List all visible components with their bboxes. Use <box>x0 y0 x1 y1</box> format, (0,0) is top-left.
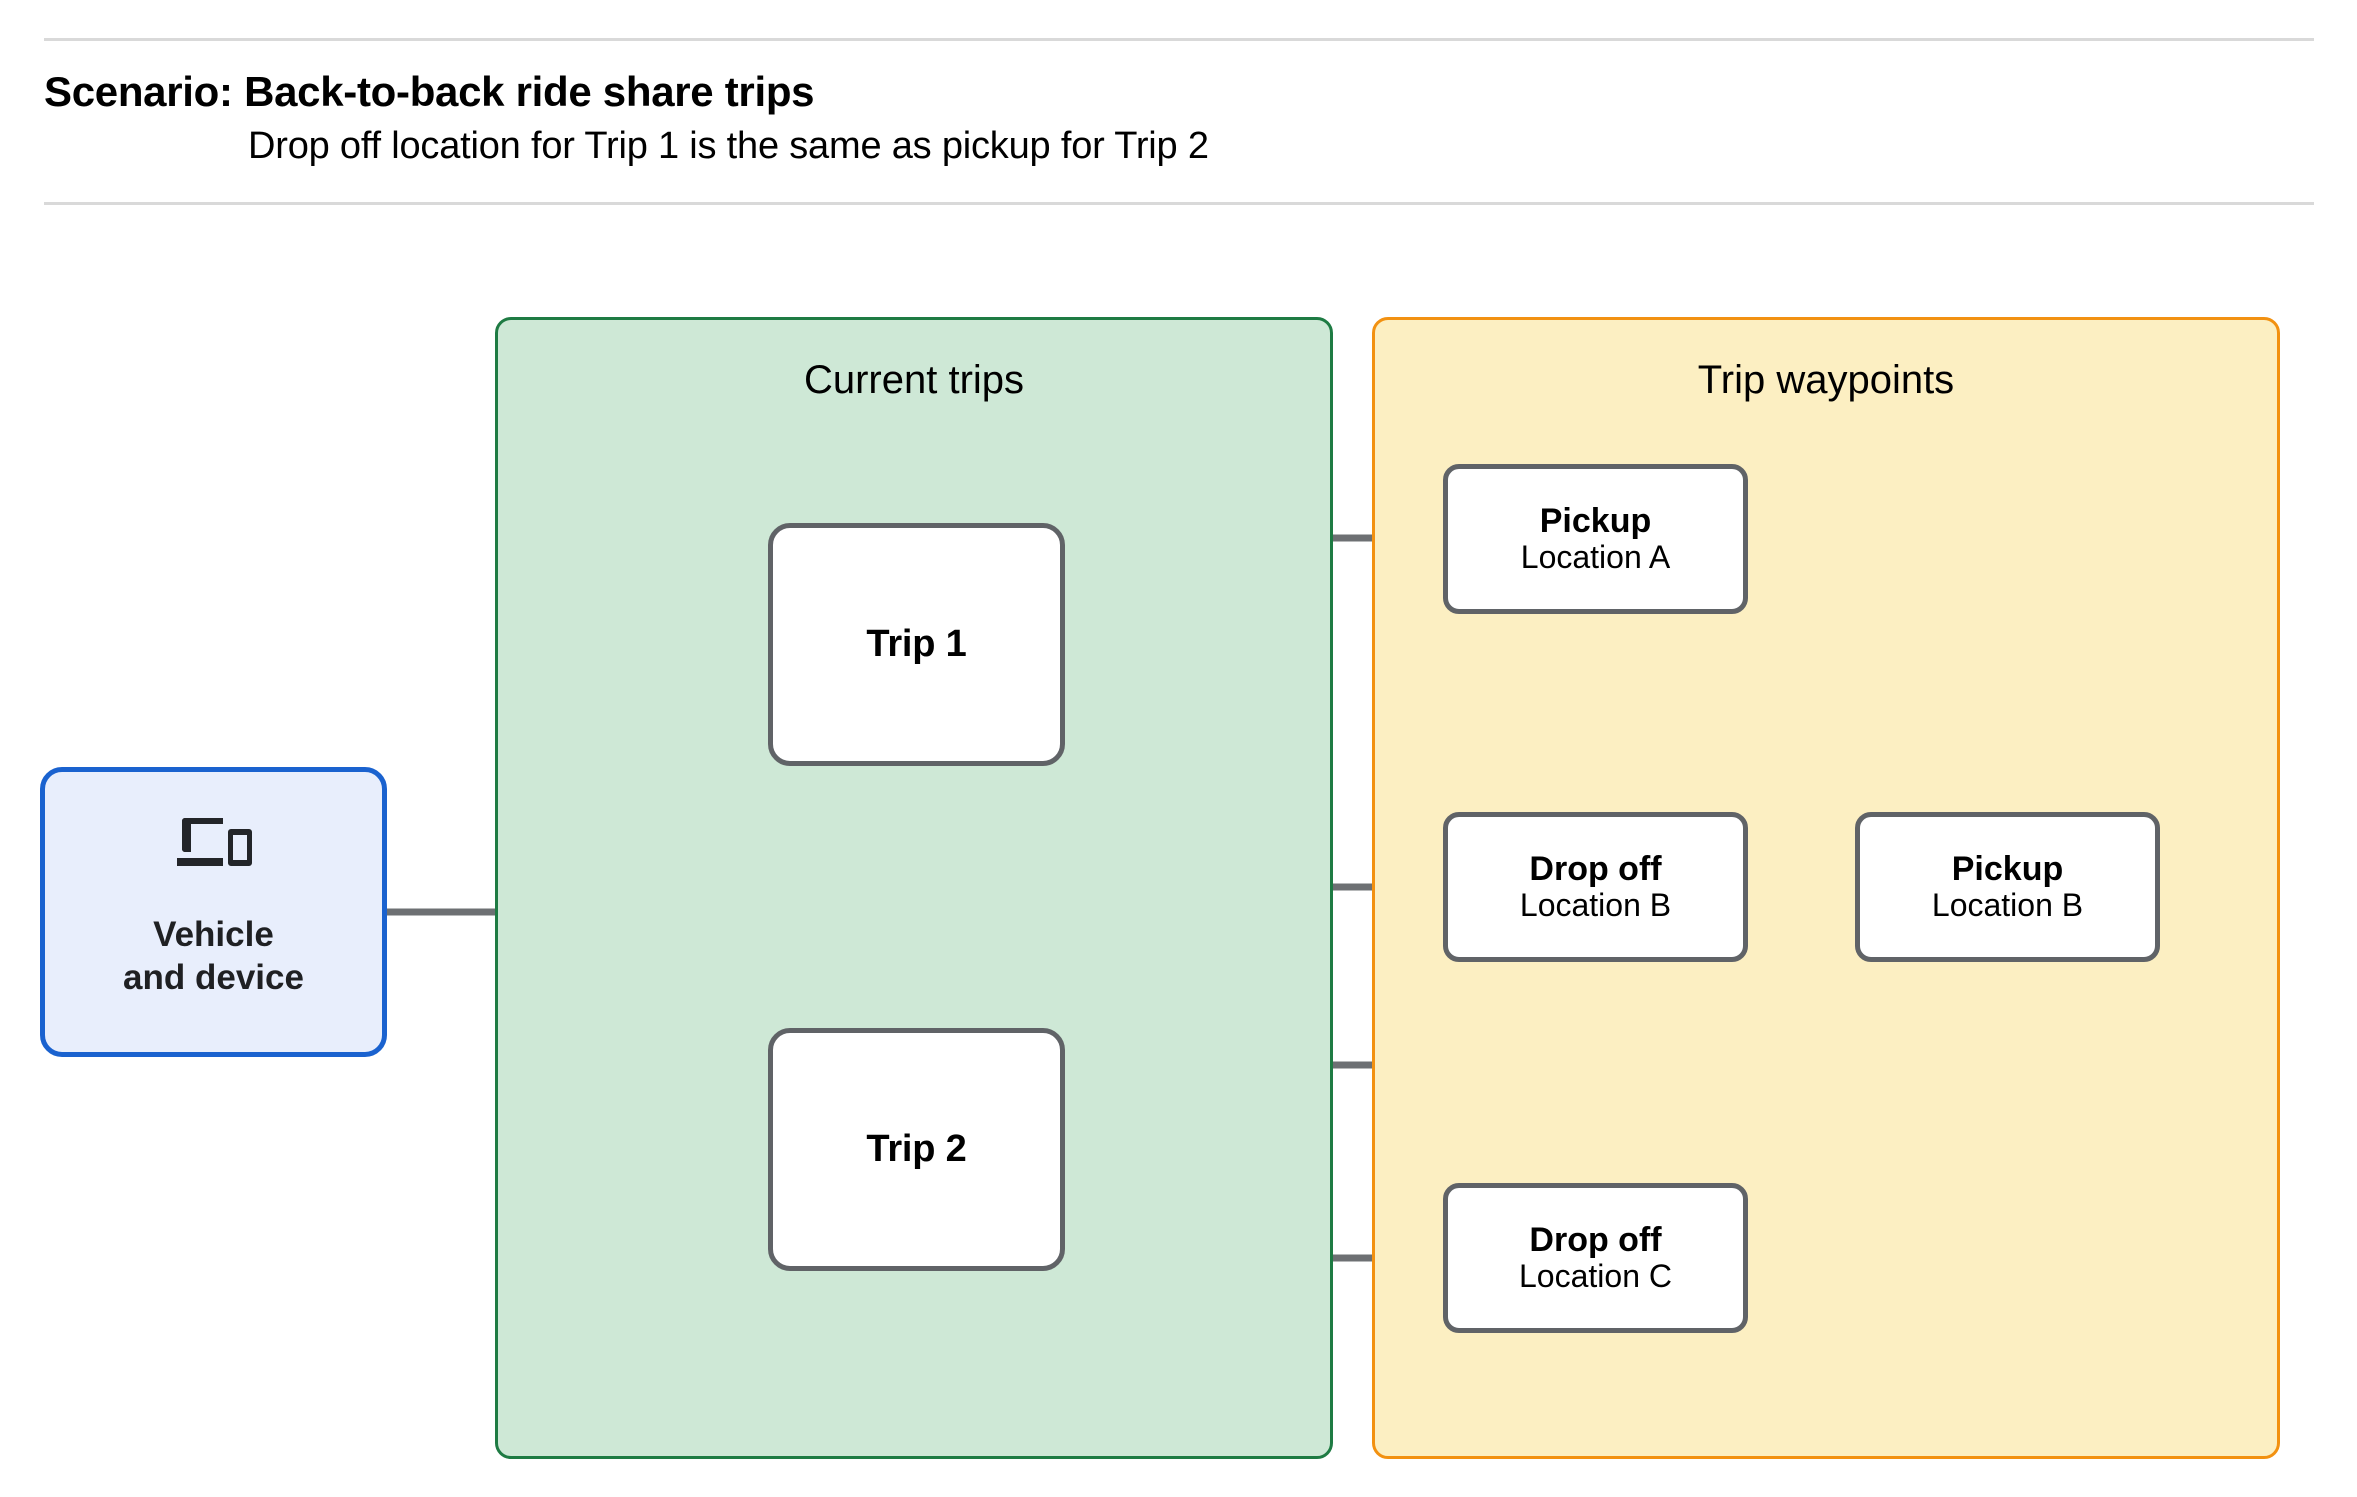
node-pickup-location-a-location: Location A <box>1520 539 1671 576</box>
node-dropoff-location-c-title: Drop off <box>1529 1221 1662 1260</box>
node-pickup-location-a[interactable]: Pickup Location A <box>1443 464 1748 614</box>
node-pickup-location-b-title: Pickup <box>1951 850 2064 889</box>
group-current-trips: Current trips <box>495 317 1333 1459</box>
node-pickup-location-b[interactable]: Pickup Location B <box>1855 812 2160 962</box>
group-current-trips-title: Current trips <box>803 358 1025 402</box>
node-trip-1[interactable]: Trip 1 <box>768 523 1065 766</box>
page-title: Scenario: Back-to-back ride share trips <box>44 68 815 115</box>
devices-icon <box>176 818 252 866</box>
node-dropoff-location-b-location: Location B <box>1519 887 1672 924</box>
node-pickup-location-b-location: Location B <box>1931 887 2084 924</box>
vehicle-and-device-label: Vehicle and device <box>123 915 304 997</box>
node-dropoff-location-b[interactable]: Drop off Location B <box>1443 812 1748 962</box>
group-trip-waypoints-title: Trip waypoints <box>1697 358 1955 402</box>
header-bottom-divider <box>44 202 2314 205</box>
node-dropoff-location-b-title: Drop off <box>1529 850 1662 889</box>
node-trip-1-label: Trip 1 <box>866 623 967 665</box>
node-vehicle-and-device[interactable]: Vehicle and device <box>40 767 387 1057</box>
node-dropoff-location-c[interactable]: Drop off Location C <box>1443 1183 1748 1333</box>
node-trip-2-label: Trip 2 <box>866 1128 967 1170</box>
node-pickup-location-a-title: Pickup <box>1539 502 1652 541</box>
node-dropoff-location-c-location: Location C <box>1519 1258 1672 1295</box>
page-subtitle: Drop off location for Trip 1 is the same… <box>248 125 1209 167</box>
header-top-divider <box>44 38 2314 41</box>
node-trip-2[interactable]: Trip 2 <box>768 1028 1065 1271</box>
